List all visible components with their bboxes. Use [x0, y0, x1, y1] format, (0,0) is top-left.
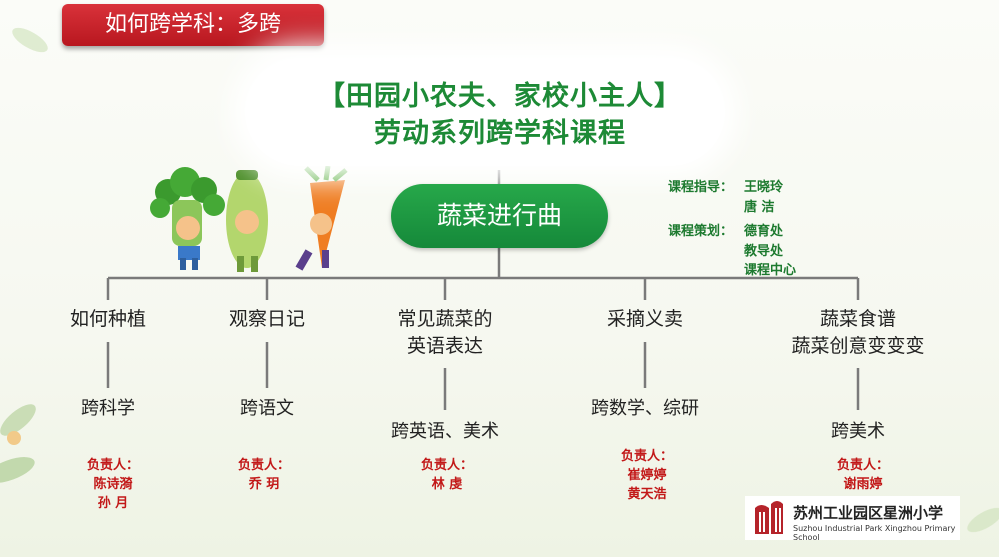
- resp-name: 孙 月: [97, 496, 129, 511]
- resp-label: 负责人：: [86, 458, 139, 473]
- branch-label-english: 常见蔬菜的 英语表达: [397, 308, 493, 357]
- resp-name: 黄天浩: [627, 487, 667, 502]
- school-name-cn: 苏州工业园区星洲小学: [793, 504, 944, 522]
- resp-name: 崔婷婷: [627, 468, 667, 483]
- header-cloud: [245, 58, 725, 166]
- plan-label: 课程策划：: [668, 224, 734, 239]
- plan-name-2: 教导处: [744, 244, 784, 259]
- branch-label-text: 如何种植: [69, 308, 146, 330]
- resp-name: 林 虔: [431, 477, 463, 492]
- guide-name-1: 王晓玲: [744, 180, 784, 195]
- subject-english-art: 跨英语、美术: [391, 421, 499, 442]
- resp-name: 乔 玥: [248, 477, 280, 492]
- subject-science: 跨科学: [81, 398, 135, 419]
- course-title-line1: 【田园小农夫、家校小主人】: [318, 81, 682, 112]
- resp-block-recipes: 负责人： 谢雨婷: [808, 456, 918, 494]
- cucumber-mascot: [226, 170, 268, 272]
- branch-label-text: 观察日记: [228, 308, 305, 330]
- carrot-mascot: [295, 165, 348, 271]
- subject-chinese: 跨语文: [240, 398, 294, 419]
- guide-label: 课程指导：: [668, 180, 734, 195]
- decorative-leaves: [0, 27, 999, 533]
- branch-label-text: 采摘义卖: [606, 308, 683, 330]
- broccoli-mascot: [150, 167, 225, 270]
- subject-math-research: 跨数学、综研: [591, 398, 699, 419]
- resp-block-diary: 负责人： 乔 玥: [209, 456, 319, 494]
- branch-label-recipes: 蔬菜食谱 蔬菜创意变变变: [791, 308, 925, 357]
- branch-label-diary: 观察日记: [187, 306, 347, 333]
- resp-label: 负责人：: [237, 458, 290, 473]
- subject-art: 跨美术: [831, 421, 885, 442]
- main-node: 蔬菜进行曲: [391, 184, 608, 248]
- resp-block-planting: 负责人： 陈诗漪 孙 月: [58, 456, 168, 513]
- school-name-en: Suzhou Industrial Park Xingzhou Primary …: [793, 524, 956, 542]
- page-title-tab: 如何跨学科：多跨: [62, 4, 324, 46]
- school-emblem-icon: [755, 501, 783, 534]
- resp-label: 负责人：: [420, 458, 473, 473]
- resp-name: 谢雨婷: [843, 477, 883, 492]
- resp-block-english: 负责人： 林 虔: [392, 456, 502, 494]
- resp-block-picking: 负责人： 崔婷婷 黄天浩: [592, 447, 702, 504]
- guide-name-2: 唐 洁: [744, 200, 775, 215]
- plan-name-1: 德育处: [744, 224, 784, 239]
- resp-label: 负责人：: [620, 449, 673, 464]
- school-logo: 苏州工业园区星洲小学 Suzhou Industrial Park Xingzh…: [745, 496, 960, 542]
- plan-name-3: 课程中心: [744, 263, 797, 278]
- branch-label-picking: 采摘义卖: [565, 306, 725, 333]
- resp-name: 陈诗漪: [93, 477, 133, 492]
- resp-label: 负责人：: [836, 458, 889, 473]
- branch-label-planting: 如何种植: [28, 306, 188, 333]
- course-title-line2: 劳动系列跨学科课程: [374, 118, 626, 149]
